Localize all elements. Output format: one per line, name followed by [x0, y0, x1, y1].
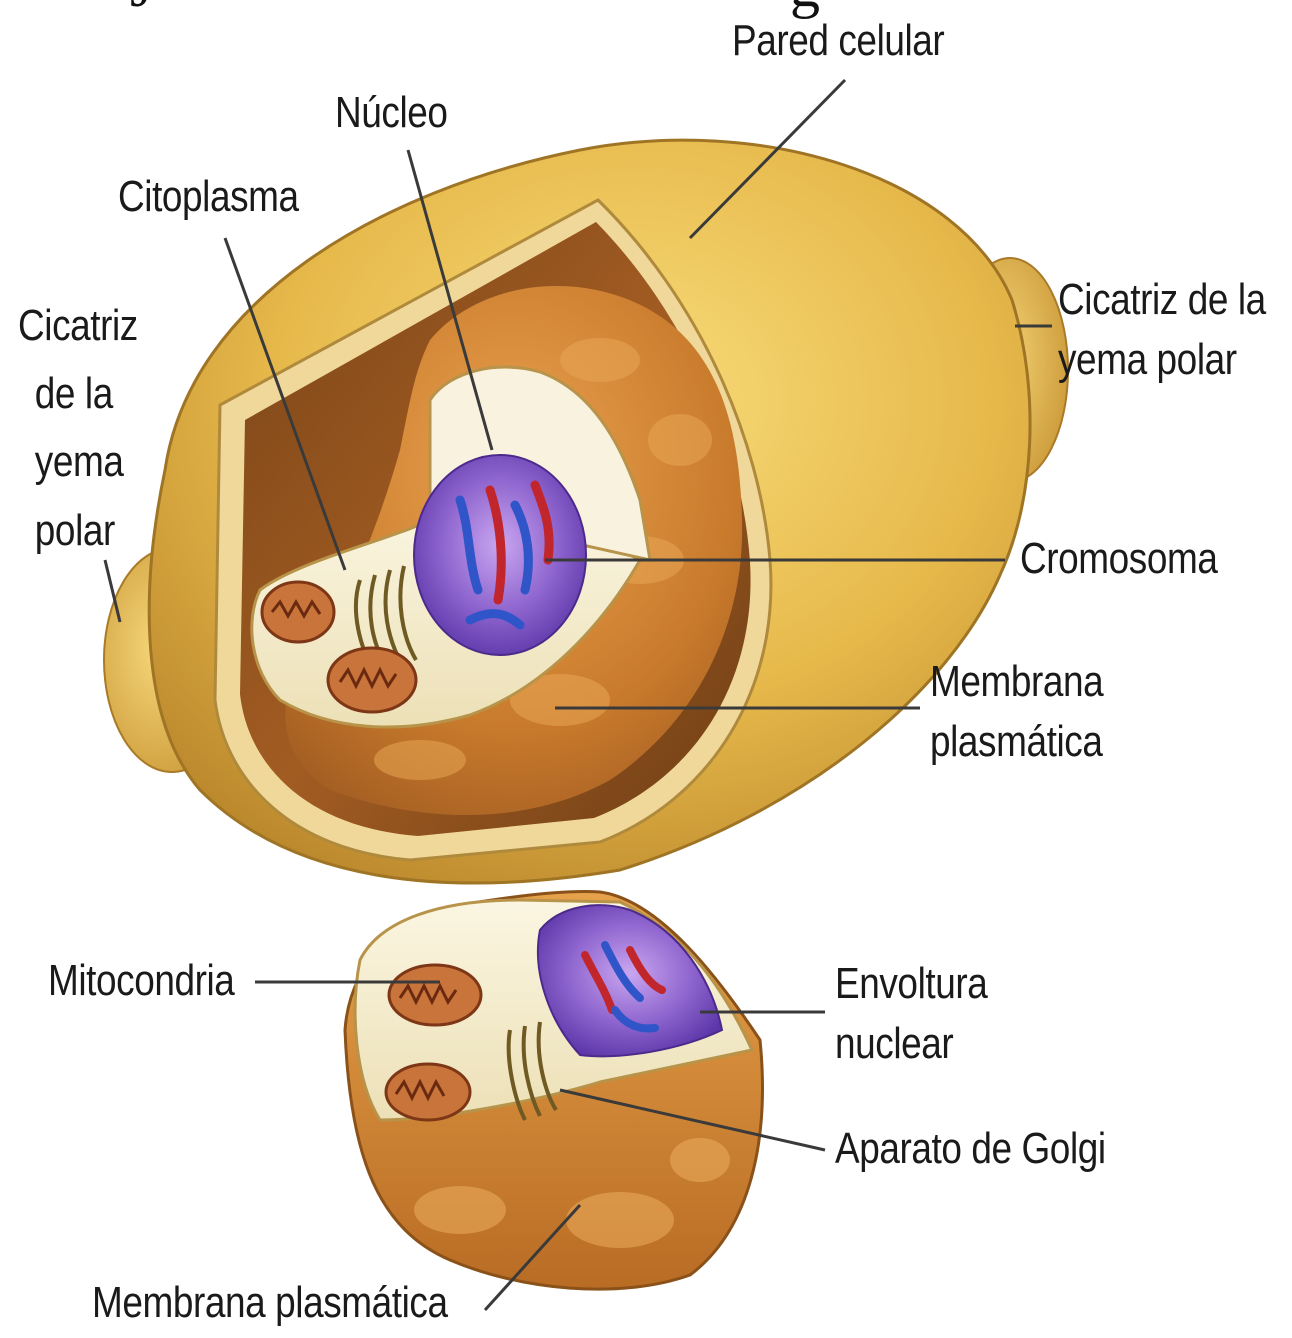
label-pared-celular: Pared celular: [732, 14, 944, 68]
label-mitocondria: Mitocondria: [48, 954, 234, 1008]
label-cicatriz-izq-line2: de la: [18, 360, 138, 428]
label-envoltura-line1: Envoltura: [835, 954, 987, 1014]
label-cicatriz-izq-line3: yema: [18, 428, 138, 496]
label-membrana-sup-line1: Membrana: [930, 652, 1103, 712]
label-cicatriz-izquierda: Cicatriz de la yema polar: [18, 292, 138, 565]
label-membrana-plasmatica-inferior: Membrana plasmática: [92, 1276, 448, 1330]
label-cicatriz-derecha: Cicatriz de la yema polar: [1058, 270, 1266, 390]
label-cicatriz-izq-line1: Cicatriz: [18, 292, 138, 360]
label-envoltura-line2: nuclear: [835, 1014, 987, 1074]
label-cicatriz-der-line2: yema polar: [1058, 330, 1266, 390]
label-cromosoma: Cromosoma: [1020, 532, 1218, 586]
label-membrana-plasmatica-superior: Membrana plasmática: [930, 652, 1103, 772]
label-cicatriz-der-line1: Cicatriz de la: [1058, 270, 1266, 330]
label-aparato-golgi: Aparato de Golgi: [835, 1122, 1106, 1176]
label-cicatriz-izq-line4: polar: [18, 497, 138, 565]
label-nucleo: Núcleo: [335, 86, 448, 140]
lower-section: [345, 892, 762, 1290]
label-citoplasma: Citoplasma: [118, 170, 299, 224]
lower-nucleus: [538, 905, 722, 1056]
label-envoltura-nuclear: Envoltura nuclear: [835, 954, 987, 1074]
label-membrana-sup-line2: plasmática: [930, 712, 1103, 772]
upper-cell: [104, 140, 1068, 883]
